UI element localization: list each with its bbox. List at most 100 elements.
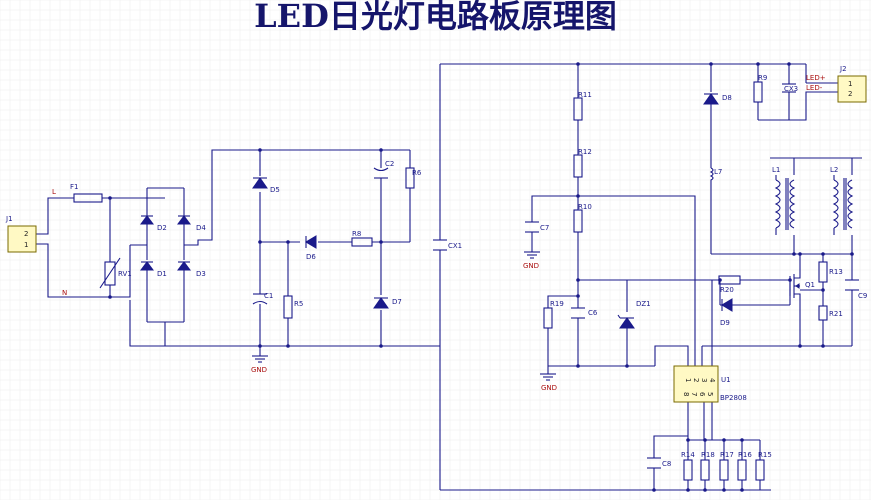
capacitor-c6: C6 bbox=[571, 307, 598, 319]
svg-text:R9: R9 bbox=[758, 74, 767, 82]
capacitor-c8: C8 bbox=[647, 457, 671, 469]
svg-text:C6: C6 bbox=[588, 309, 598, 317]
net-label-led-pos: LED+ bbox=[806, 74, 826, 82]
net-label-n: N bbox=[62, 289, 67, 297]
svg-text:DZ1: DZ1 bbox=[636, 300, 651, 308]
inductor-l2: L2 bbox=[830, 166, 854, 235]
svg-text:C1: C1 bbox=[264, 292, 273, 300]
resistor-r9: R9 bbox=[753, 74, 767, 103]
diode-d7: D7 bbox=[373, 297, 402, 309]
svg-text:D3: D3 bbox=[196, 270, 206, 278]
zener-dz1: DZ1 bbox=[617, 300, 651, 329]
net-label-l: L bbox=[52, 188, 56, 196]
svg-text:GND: GND bbox=[251, 366, 267, 374]
svg-text:C8: C8 bbox=[662, 460, 671, 468]
diode-d3: D3 bbox=[177, 261, 206, 278]
capacitor-c7: C7 bbox=[525, 221, 549, 233]
svg-text:R21: R21 bbox=[829, 310, 843, 318]
capacitor-c1: C1 bbox=[252, 292, 273, 305]
diode-d5: D5 bbox=[252, 177, 280, 194]
inductor-l1: L1 bbox=[772, 166, 796, 235]
svg-text:R20: R20 bbox=[720, 286, 734, 294]
connector-j1: 2 1 J1 bbox=[5, 215, 37, 253]
resistor-r5: R5 bbox=[283, 295, 303, 319]
svg-text:D6: D6 bbox=[306, 253, 316, 261]
svg-text:R13: R13 bbox=[829, 268, 843, 276]
wires bbox=[36, 63, 862, 491]
svg-text:R6: R6 bbox=[412, 169, 422, 177]
resistor-r21: R21 bbox=[818, 305, 843, 321]
svg-text:GND: GND bbox=[541, 384, 557, 392]
svg-text:L7: L7 bbox=[714, 168, 722, 176]
diode-d4: D4 bbox=[177, 215, 206, 232]
svg-text:7: 7 bbox=[690, 392, 698, 396]
connector-j2: 1 2 J2 bbox=[837, 65, 867, 103]
svg-text:R17: R17 bbox=[720, 451, 734, 459]
svg-text:2: 2 bbox=[848, 90, 852, 98]
svg-text:C2: C2 bbox=[385, 160, 394, 168]
resistor-r16: R16 bbox=[737, 451, 752, 481]
resistor-r10: R10 bbox=[573, 203, 592, 233]
diode-d1: D1 bbox=[140, 261, 167, 278]
svg-text:3: 3 bbox=[700, 378, 708, 382]
svg-text:U1: U1 bbox=[721, 376, 731, 384]
resistor-r6: R6 bbox=[405, 167, 422, 189]
resistor-r11: R11 bbox=[573, 91, 592, 121]
resistor-r17: R17 bbox=[719, 451, 734, 481]
svg-text:5: 5 bbox=[706, 392, 714, 396]
svg-text:R10: R10 bbox=[578, 203, 592, 211]
svg-text:R12: R12 bbox=[578, 148, 592, 156]
svg-text:6: 6 bbox=[698, 392, 706, 397]
capacitor-cx1: CX1 bbox=[433, 239, 462, 251]
svg-text:CX3: CX3 bbox=[784, 85, 798, 93]
svg-text:1: 1 bbox=[24, 241, 28, 249]
resistor-r18: R18 bbox=[700, 451, 715, 481]
svg-text:J1: J1 bbox=[5, 215, 13, 223]
svg-text:8: 8 bbox=[682, 392, 690, 396]
net-label-led-neg: LED- bbox=[806, 84, 823, 92]
svg-text:4: 4 bbox=[708, 378, 716, 383]
ground-symbol-left: GND bbox=[251, 355, 268, 374]
resistor-r13: R13 bbox=[818, 261, 843, 283]
svg-text:D2: D2 bbox=[157, 224, 167, 232]
svg-text:R5: R5 bbox=[294, 300, 303, 308]
svg-text:1: 1 bbox=[684, 378, 692, 382]
svg-text:BP2808: BP2808 bbox=[720, 394, 747, 402]
svg-text:L2: L2 bbox=[830, 166, 838, 174]
svg-text:D5: D5 bbox=[270, 186, 280, 194]
svg-text:R14: R14 bbox=[681, 451, 695, 459]
svg-text:C7: C7 bbox=[540, 224, 549, 232]
diode-d8: D8 bbox=[703, 93, 732, 105]
varistor-rv1: RV1 bbox=[99, 257, 132, 289]
svg-text:2: 2 bbox=[24, 230, 28, 238]
svg-text:Q1: Q1 bbox=[805, 281, 815, 289]
resistor-r8: R8 bbox=[351, 230, 373, 247]
svg-text:R18: R18 bbox=[701, 451, 715, 459]
svg-text:R19: R19 bbox=[550, 300, 564, 308]
svg-text:J2: J2 bbox=[839, 65, 847, 73]
resistor-r14: R14 bbox=[681, 451, 695, 481]
svg-text:L1: L1 bbox=[772, 166, 780, 174]
resistor-r15: R15 bbox=[755, 451, 772, 481]
svg-text:D8: D8 bbox=[722, 94, 732, 102]
resistor-r19: R19 bbox=[543, 300, 564, 329]
svg-text:R16: R16 bbox=[738, 451, 752, 459]
svg-text:F1: F1 bbox=[70, 183, 78, 191]
svg-text:RV1: RV1 bbox=[118, 270, 132, 278]
svg-text:R11: R11 bbox=[578, 91, 592, 99]
diode-d9: D9 bbox=[720, 298, 733, 327]
svg-text:D9: D9 bbox=[720, 319, 730, 327]
svg-text:1: 1 bbox=[848, 80, 852, 88]
svg-text:D4: D4 bbox=[196, 224, 206, 232]
ground-symbol-c7: GND bbox=[523, 251, 540, 270]
capacitor-cx3: CX3 bbox=[782, 83, 798, 93]
svg-text:R8: R8 bbox=[352, 230, 361, 238]
svg-text:CX1: CX1 bbox=[448, 242, 462, 250]
resistor-r20: R20 bbox=[718, 275, 741, 294]
svg-text:D1: D1 bbox=[157, 270, 167, 278]
ic-u1: 1 2 3 4 8 7 6 5 U1 BP2808 bbox=[673, 365, 747, 403]
inductor-l7: L7 bbox=[709, 167, 722, 182]
diode-d2: D2 bbox=[140, 215, 167, 232]
